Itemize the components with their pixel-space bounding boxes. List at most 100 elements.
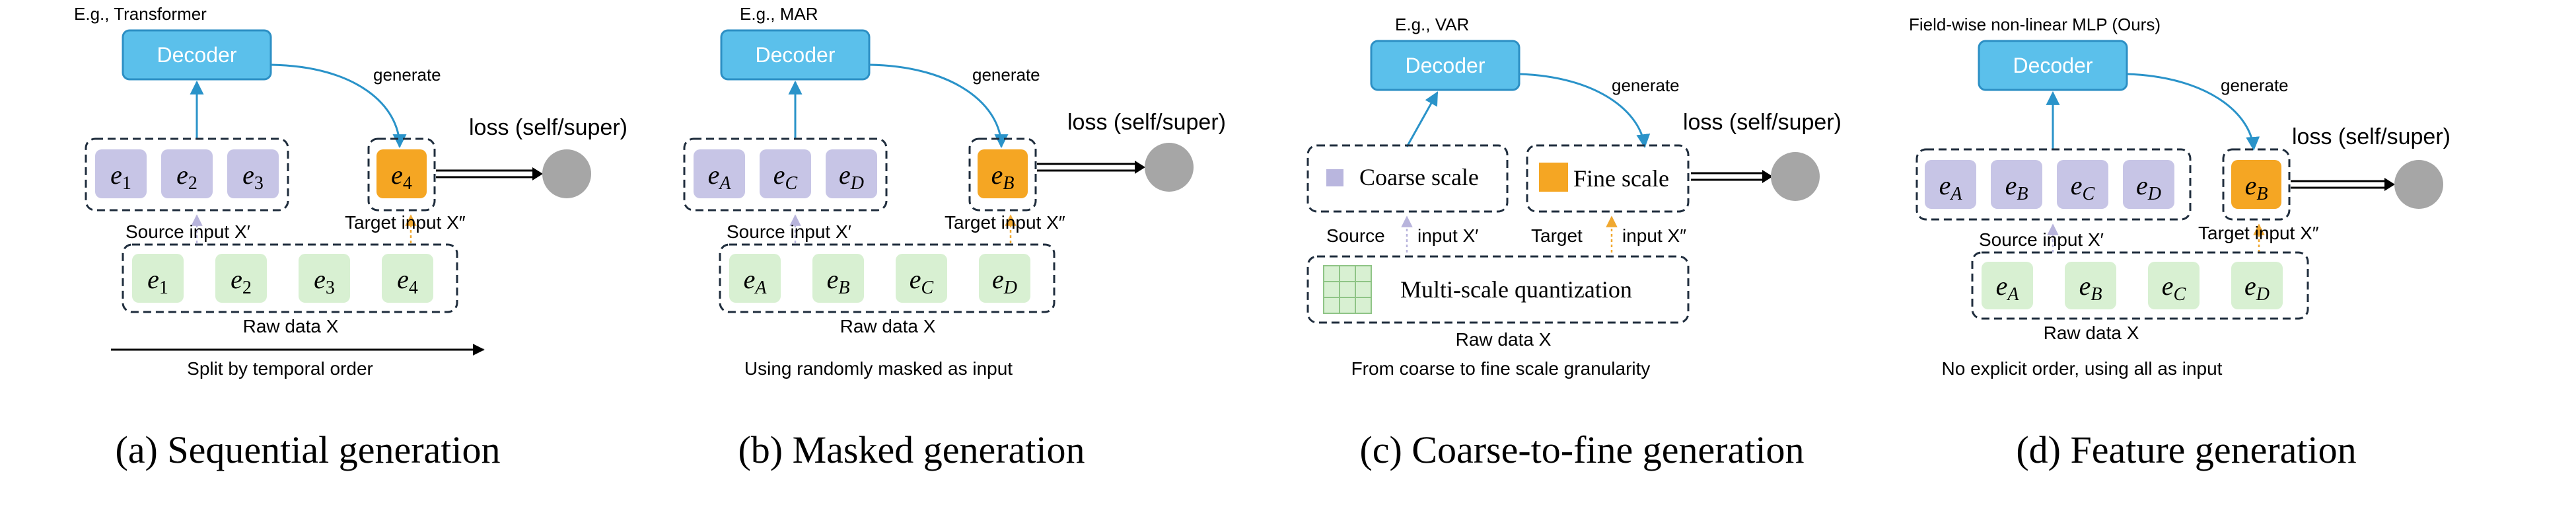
generate-arrow <box>1519 73 1651 149</box>
raw-data-label: Raw data X <box>1456 329 1552 350</box>
source-token: e2 <box>161 149 213 198</box>
panel-note: No explicit order, using all as input <box>1942 358 2223 379</box>
source-token: eB <box>1991 160 2042 209</box>
raw-token: e3 <box>299 254 350 303</box>
token-subscript: 3 <box>254 173 264 194</box>
loss-label: loss (self/super) <box>2292 124 2451 149</box>
token-subscript: D <box>2256 284 2270 305</box>
target-input-group <box>968 137 1037 212</box>
svg-text:e1: e1 <box>147 264 168 298</box>
target-token: eB <box>2231 160 2281 209</box>
quantization-group <box>1306 255 1690 324</box>
decoder-box <box>720 29 871 81</box>
source-to-decoder-arrow <box>1406 91 1439 147</box>
svg-text:eD: eD <box>2136 171 2161 204</box>
source-input-group <box>85 137 289 212</box>
generate-label: generate <box>1612 75 1680 95</box>
decoder-label: Decoder <box>756 43 836 67</box>
token-subscript: C <box>785 173 798 194</box>
raw-data-label: Raw data X <box>243 316 339 336</box>
panel-caption: (c) Coarse-to-fine generation <box>1359 428 1804 471</box>
loss-label: loss (self/super) <box>469 115 627 140</box>
fine-scale-group <box>1526 144 1690 213</box>
loss-arrowhead <box>532 167 543 180</box>
source-input-label: input X′ <box>1417 225 1478 246</box>
token-base: e <box>827 264 839 294</box>
token-subscript: B <box>2091 284 2102 305</box>
raw-token: eC <box>2148 262 2200 309</box>
token-base: e <box>2162 271 2174 301</box>
token-subscript: B <box>1003 173 1014 194</box>
loss-label: loss (self/super) <box>1683 110 1842 135</box>
example-label: E.g., VAR <box>1395 15 1469 34</box>
token-base: e <box>2245 171 2257 200</box>
token-base: e <box>839 160 851 190</box>
token-base: e <box>1939 171 1951 200</box>
svg-text:eB: eB <box>827 264 850 298</box>
token-base: e <box>773 160 785 190</box>
token-base: e <box>744 264 756 294</box>
loss-node <box>1145 143 1194 192</box>
svg-text:eB: eB <box>2245 171 2268 204</box>
svg-text:eC: eC <box>2071 171 2095 204</box>
generate-arrow <box>270 63 407 149</box>
target-input-label: Target input X″ <box>945 212 1065 233</box>
fine-scale-label: Fine scale <box>1573 165 1669 192</box>
token-base: e <box>910 264 921 294</box>
loss-arrowhead <box>2384 178 2395 191</box>
token-subscript: 1 <box>159 278 168 298</box>
token-subscript: 4 <box>403 173 412 194</box>
svg-text:eC: eC <box>773 160 798 194</box>
loss-node <box>542 149 591 198</box>
source-token: eC <box>2057 160 2108 209</box>
token-base: e <box>110 160 122 190</box>
target-word: Target <box>1531 225 1583 246</box>
panel-caption: (a) Sequential generation <box>116 428 501 471</box>
token-subscript: B <box>2017 184 2028 204</box>
decoder-box <box>122 29 272 81</box>
decoder-label: Decoder <box>1406 54 1485 77</box>
svg-text:eA: eA <box>1939 171 1963 204</box>
token-subscript: 2 <box>242 278 252 298</box>
raw-token: eD <box>979 254 1030 303</box>
svg-text:e1: e1 <box>110 160 131 194</box>
svg-text:eB: eB <box>2079 271 2102 305</box>
svg-text:eB: eB <box>991 160 1015 194</box>
token-subscript: 2 <box>188 173 197 194</box>
token-subscript: C <box>2083 184 2095 204</box>
svg-text:eA: eA <box>744 264 768 298</box>
source-input-group <box>1915 148 2192 221</box>
token-subscript: 1 <box>122 173 131 194</box>
example-label: Field-wise non-linear MLP (Ours) <box>1909 15 2161 34</box>
raw-data-group <box>719 243 1055 313</box>
decoder-label: Decoder <box>157 43 237 67</box>
raw-token: eA <box>729 254 781 303</box>
token-base: e <box>147 264 159 294</box>
generate-arrow <box>2126 73 2260 151</box>
svg-text:e2: e2 <box>231 264 252 298</box>
svg-text:eC: eC <box>2162 271 2186 305</box>
token-base: e <box>314 264 326 294</box>
raw-token: eA <box>1982 262 2033 309</box>
svg-text:eB: eB <box>2005 171 2028 204</box>
decoder-box <box>1370 40 1521 91</box>
token-subscript: A <box>754 278 767 298</box>
raw-token: e4 <box>382 254 433 303</box>
loss-label: loss (self/super) <box>1067 110 1226 135</box>
quantization-grid-icon <box>1323 265 1372 314</box>
source-word: Source <box>1326 225 1385 246</box>
source-input-label: Source input X′ <box>1979 229 2104 250</box>
token-base: e <box>991 160 1003 190</box>
source-token: e3 <box>227 149 279 198</box>
svg-text:eD: eD <box>2244 271 2270 305</box>
source-input-group <box>683 137 888 212</box>
token-subscript: D <box>2147 184 2161 204</box>
svg-text:eC: eC <box>910 264 934 298</box>
token-base: e <box>2136 171 2148 200</box>
svg-text:e2: e2 <box>176 160 197 194</box>
source-token: eA <box>1925 160 1976 209</box>
panel-coarse-to-fine: E.g., VAR Decoder generate Coarse scale … <box>1306 15 1842 471</box>
token-subscript: B <box>2256 184 2268 204</box>
raw-token: e2 <box>215 254 267 303</box>
